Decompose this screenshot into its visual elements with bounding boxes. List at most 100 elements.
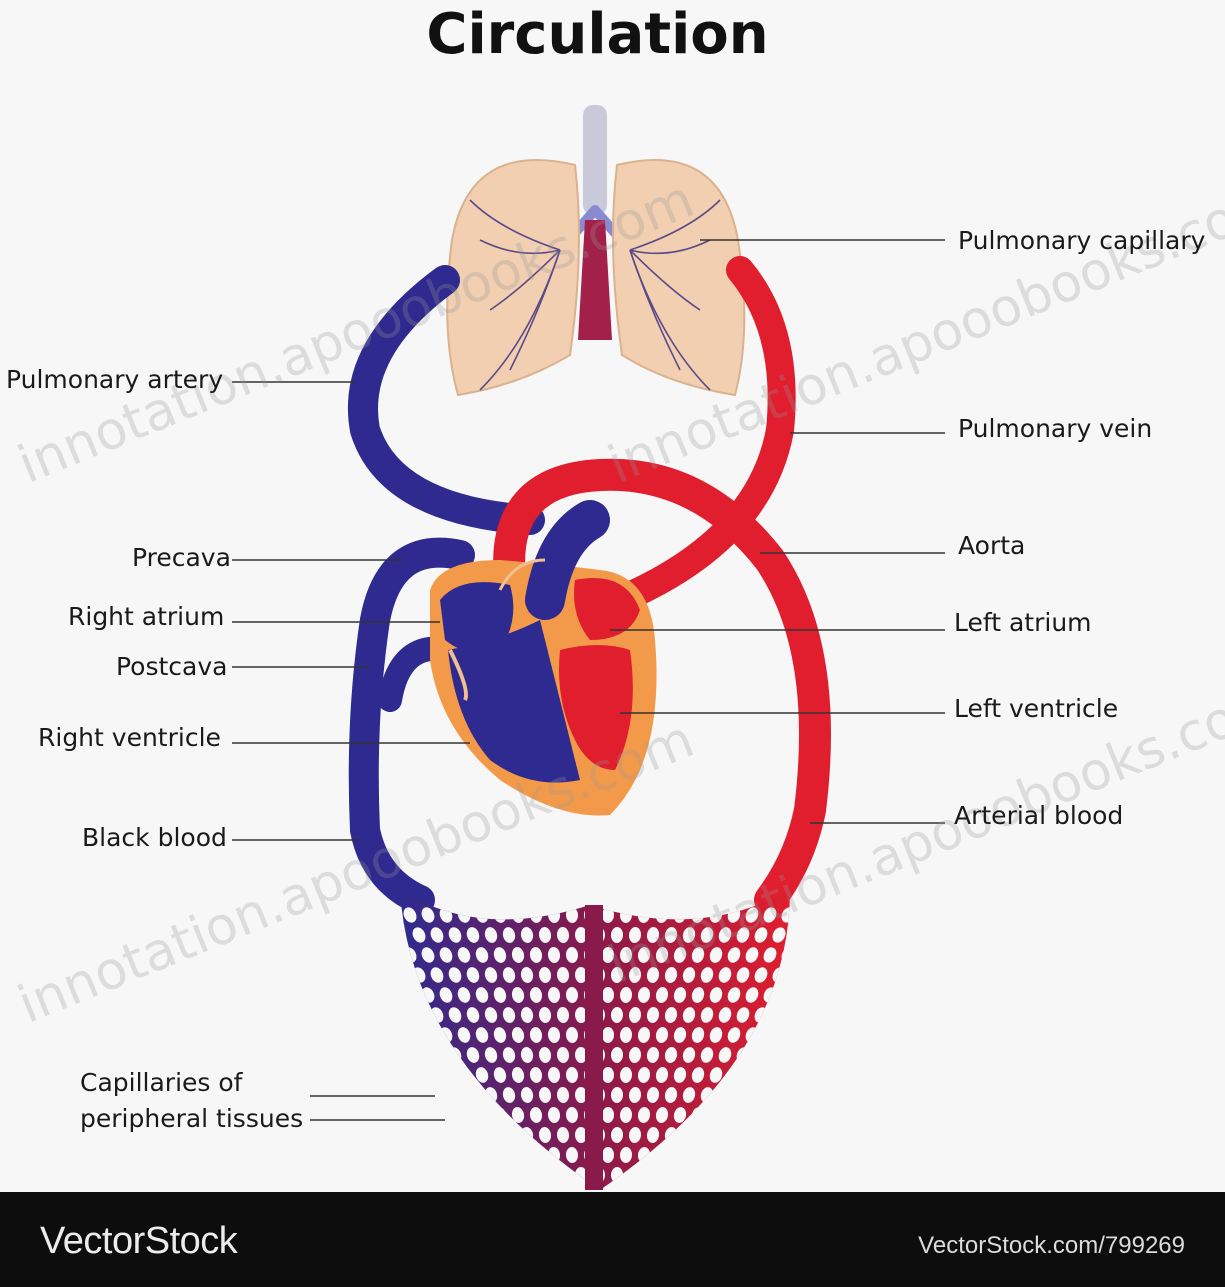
- label-pulmonary-capillary: Pulmonary capillary: [958, 228, 1205, 253]
- capillary-gap: [456, 1145, 473, 1164]
- capillary-gap: [428, 1085, 445, 1104]
- capillary-gap: [699, 1126, 715, 1145]
- capillary-gap: [465, 1086, 481, 1105]
- capillary-gap: [410, 1165, 428, 1185]
- capillary-gap: [761, 1025, 779, 1045]
- label-black-blood: Black blood: [82, 825, 227, 850]
- capillary-gap: [401, 1065, 419, 1085]
- capillary-gap: [726, 1145, 743, 1164]
- capillary-gap: [779, 1065, 797, 1085]
- capillary-gap: [770, 1125, 788, 1145]
- capillary-gap: [681, 1166, 697, 1184]
- capillary-gap: [492, 1146, 508, 1164]
- capillary-gap: [401, 1105, 419, 1125]
- capillary-gap: [752, 1085, 770, 1105]
- capillary-gap: [456, 1105, 473, 1124]
- capillary-gap: [437, 1145, 454, 1164]
- capillary-gap: [419, 1145, 437, 1165]
- capillary-gap: [465, 1166, 481, 1185]
- capillary-gap: [664, 1166, 679, 1184]
- label-capillaries-line1: Capillaries of: [80, 1070, 242, 1095]
- capillary-gap: [428, 1165, 445, 1184]
- capillary-gap: [752, 1165, 770, 1185]
- capillary-gap: [437, 1065, 454, 1084]
- capillary-gap: [437, 1105, 454, 1124]
- label-pulmonary-vein: Pulmonary vein: [958, 416, 1152, 441]
- footer-bar: VectorStock VectorStock.com/799269: [0, 1192, 1225, 1287]
- capillary-gap: [708, 1146, 724, 1165]
- capillary-gap: [419, 1065, 437, 1085]
- capillary-gap: [529, 1146, 543, 1164]
- capillary-gap: [770, 1165, 788, 1185]
- capillary-gap: [538, 1166, 552, 1183]
- capillary-gap: [483, 1166, 499, 1185]
- capillary-gap: [779, 985, 797, 1005]
- label-pulmonary-artery: Pulmonary artery: [6, 367, 223, 392]
- label-postcava: Postcava: [116, 654, 228, 679]
- capillary-gap: [410, 1085, 428, 1105]
- capillary-gap: [708, 1106, 724, 1125]
- capillary-gap: [401, 985, 419, 1005]
- capillary-gap: [788, 1085, 806, 1105]
- capillary-gap: [717, 1085, 734, 1104]
- circulation-illustration: [0, 0, 1225, 1192]
- capillary-gap: [761, 1105, 779, 1125]
- capillary-gap: [788, 925, 806, 945]
- capillary-gap: [465, 1126, 481, 1145]
- capillary-gap: [447, 1125, 464, 1144]
- capillary-gap: [788, 1045, 806, 1065]
- capillary-gap: [770, 1045, 788, 1065]
- capillary-gap: [410, 1125, 428, 1145]
- capillary-gap: [447, 1165, 464, 1184]
- capillary-gap: [779, 1105, 797, 1125]
- capillary-gap: [419, 1105, 437, 1125]
- capillary-gap: [779, 1025, 797, 1045]
- capillary-gap: [655, 1146, 670, 1164]
- capillary-gap: [717, 1165, 734, 1184]
- capillary-gap: [428, 1125, 445, 1144]
- capillary-gap: [628, 1166, 642, 1183]
- capillary-gap: [681, 1126, 697, 1144]
- capillary-gap: [520, 1166, 535, 1184]
- capillary-gap: [428, 1045, 445, 1064]
- capillary-gap: [501, 1166, 516, 1184]
- capillary-gap: [752, 1045, 770, 1065]
- capillary-gap: [646, 1166, 660, 1184]
- capillary-gap: [734, 1165, 751, 1184]
- capillary-gap: [788, 965, 806, 985]
- label-right-atrium: Right atrium: [68, 604, 224, 629]
- capillary-gap: [410, 1045, 428, 1065]
- label-capillaries-line2: peripheral tissues: [80, 1106, 303, 1131]
- capillary-gap: [672, 1146, 687, 1164]
- capillary-gap: [734, 1125, 751, 1144]
- capillary-gap: [743, 1105, 760, 1124]
- label-aorta: Aorta: [958, 533, 1025, 558]
- capillary-gap: [761, 1065, 779, 1085]
- capillary-gap: [770, 1005, 788, 1025]
- capillary-gap: [761, 1145, 779, 1165]
- label-right-ventricle: Right ventricle: [38, 725, 221, 750]
- capillary-gap: [511, 1146, 526, 1164]
- capillary-gap: [483, 1126, 499, 1145]
- capillary-gap: [743, 1065, 760, 1084]
- capillary-gap: [717, 1125, 734, 1144]
- capillary-gap: [734, 1085, 751, 1104]
- capillary-gap: [788, 1165, 806, 1185]
- label-left-ventricle: Left ventricle: [954, 696, 1118, 721]
- label-arterial-blood: Arterial blood: [954, 803, 1123, 828]
- capillary-gap: [447, 1085, 464, 1104]
- capillary-gap: [752, 1125, 770, 1145]
- capillary-gap: [743, 1145, 760, 1164]
- capillary-gap: [726, 1105, 743, 1124]
- label-precava: Precava: [132, 545, 231, 570]
- capillary-gap: [770, 1085, 788, 1105]
- capillary-gap: [410, 1005, 428, 1025]
- capillary-gap: [556, 1167, 569, 1184]
- capillary-gap: [788, 1005, 806, 1025]
- vectorstock-logo: VectorStock: [40, 1220, 237, 1263]
- capillary-gap: [401, 1025, 419, 1045]
- capillary-gap: [401, 1145, 419, 1165]
- capillary-gap: [419, 1025, 437, 1045]
- capillary-gap: [474, 1146, 490, 1165]
